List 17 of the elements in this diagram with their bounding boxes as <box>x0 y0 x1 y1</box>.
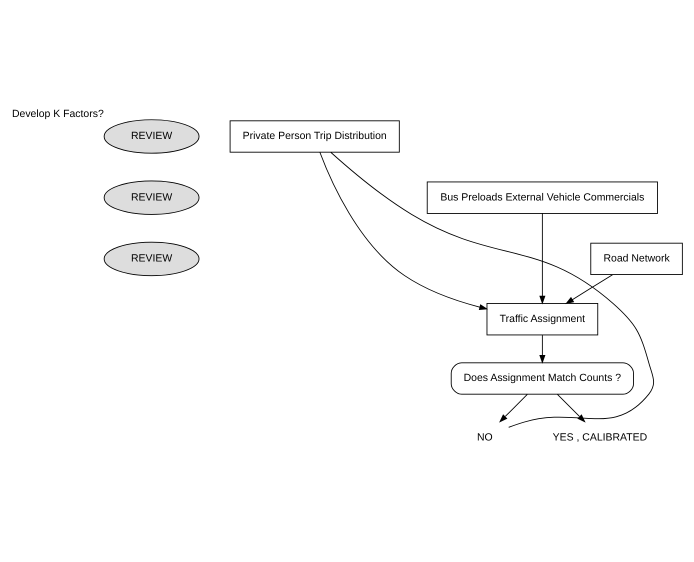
connector <box>330 152 654 428</box>
arrow <box>539 334 546 364</box>
node-text: NO <box>476 432 493 444</box>
node-box: Bus Preloads External Vehicle Commercials <box>426 182 658 214</box>
node-box: Private Person Trip Distribution <box>230 120 400 153</box>
node-box: Road Network <box>590 242 683 276</box>
node-text: YES , CALIBRATED <box>552 432 648 444</box>
arrow <box>499 394 528 423</box>
node-ellipse: REVIEW <box>104 119 200 154</box>
node-label: Develop K Factors? <box>12 108 104 120</box>
arrow <box>319 152 488 310</box>
node-box: Traffic Assignment <box>486 303 598 336</box>
arrow <box>539 213 546 305</box>
node-box: Does Assignment Match Counts ? <box>450 362 634 395</box>
node-ellipse: REVIEW <box>104 242 200 276</box>
arrow <box>565 274 613 304</box>
node-ellipse: REVIEW <box>104 180 200 215</box>
